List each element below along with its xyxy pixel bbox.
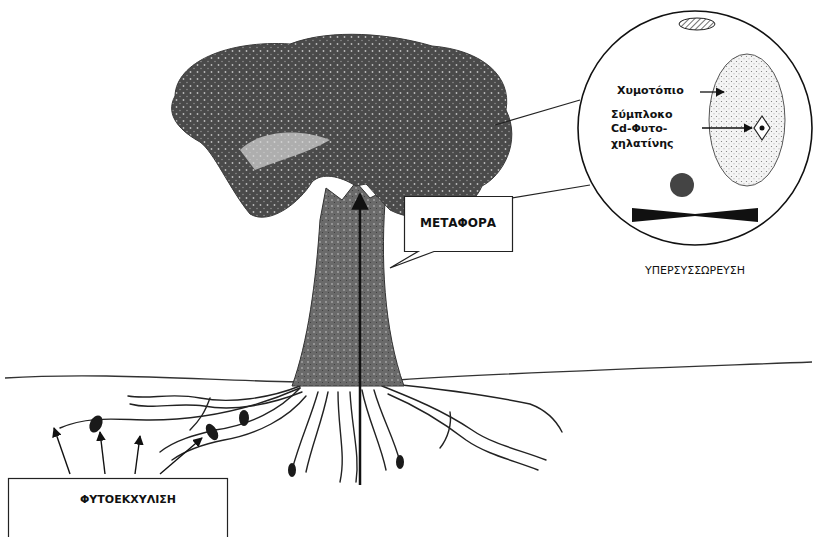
transport-callout: ΜΕΤΑΦΟΡΑ <box>404 196 513 252</box>
phytoextraction-label: ΦΥΤΟΕΚΧΥΛΙΣΗ <box>80 493 176 507</box>
box-border <box>9 479 228 537</box>
callout-border <box>390 197 513 269</box>
vacuole-label: Χυμοτόπιο <box>617 84 684 98</box>
zoom-circle: ΧυμοτόπιοΣύμπλοκο Cd-Φυτο- χηλατίνηςΥΠΕΡ… <box>577 10 813 246</box>
hyperaccumulation-label: ΥΠΕΡΣΥΣΣΩΡΕΥΣΗ <box>567 264 823 278</box>
transport-label: ΜΕΤΑΦΟΡΑ <box>420 216 496 232</box>
rect-outline <box>8 478 228 537</box>
zoom-circle-border <box>578 11 812 245</box>
phytoextraction-box: ΦΥΤΟΕΚΧΥΛΙΣΗ <box>8 478 228 537</box>
complex-label: Σύμπλοκο Cd-Φυτο- χηλατίνης <box>611 108 695 151</box>
